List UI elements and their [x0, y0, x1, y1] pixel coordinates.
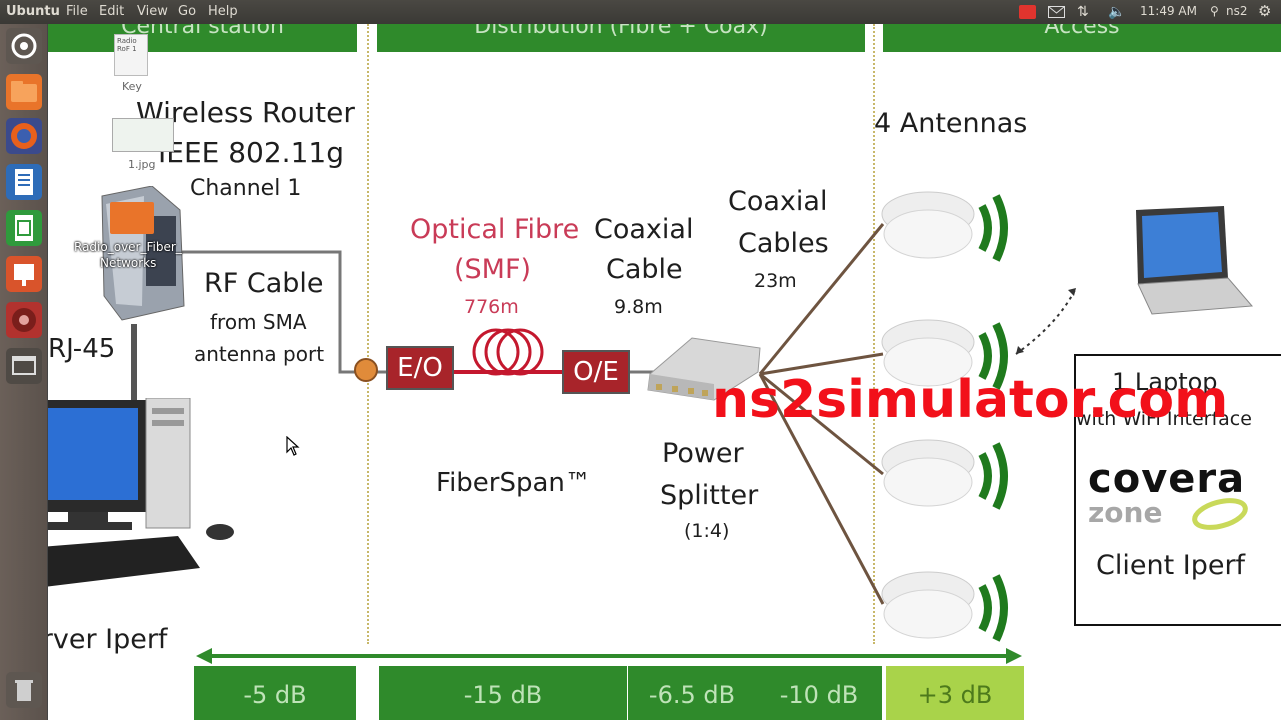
zone-logo: zone — [1088, 496, 1163, 529]
mouse-cursor-icon — [286, 435, 300, 460]
impress-presentation-icon[interactable] — [6, 256, 42, 292]
smf-label: (SMF) — [454, 254, 532, 285]
media-player-icon[interactable] — [6, 302, 42, 338]
os-title: Ubuntu — [6, 4, 60, 19]
db-box: +3 dB — [886, 666, 1024, 720]
client-box — [1074, 354, 1281, 626]
band-central-station: Central station — [48, 24, 357, 52]
menu-edit[interactable]: Edit — [99, 4, 125, 19]
clock[interactable]: 11:49 AM — [1140, 4, 1197, 18]
desktop-file-key-label[interactable]: Key — [122, 80, 142, 93]
laptop-count-label: 1 Laptop — [1112, 368, 1218, 396]
fibre-length: 776m — [464, 296, 519, 318]
laptop-image — [1128, 206, 1254, 316]
band-label-access: Access — [1044, 24, 1120, 39]
db-box: -15 dB — [379, 666, 627, 720]
band-label-distribution: Distribution (Fibre + Coax) — [474, 24, 768, 39]
fiberspan-label: FiberSpan™ — [436, 468, 591, 498]
power-splitter-label: Power — [662, 438, 744, 469]
desktop-file-image-label[interactable]: 1.jpg — [128, 158, 156, 171]
menu-view[interactable]: View — [137, 4, 168, 19]
desktop-file-key[interactable]: Radio RoF 1 — [114, 34, 148, 76]
power-splitter-label2: Splitter — [660, 480, 759, 511]
rf-cable-sub1: from SMA — [210, 310, 307, 334]
files-folder-icon[interactable] — [6, 74, 42, 110]
server-label: Server Iperf — [48, 624, 168, 655]
rj45-label: RJ-45 — [48, 334, 116, 364]
rf-cable-sub2: antenna port — [194, 342, 325, 366]
antenna-icon — [878, 312, 1018, 402]
coaxial-cables-label: Coaxial — [728, 186, 828, 217]
separator-line — [873, 24, 875, 644]
antennas-label: 4 Antennas — [874, 108, 1028, 139]
network-icon[interactable]: ⇅ — [1077, 4, 1089, 20]
slide-diagram: Central station Distribution (Fibre + Co… — [48, 24, 1281, 720]
coaxial-cables-label2: Cables — [738, 228, 829, 259]
db-box: -10 dB — [756, 666, 882, 720]
connection-lines — [131, 223, 1077, 664]
desktop-folder-icon[interactable] — [110, 202, 154, 234]
band-access: Access — [883, 24, 1281, 52]
launcher-sidebar — [0, 24, 48, 720]
coaxial-cables-length: 23m — [754, 270, 797, 292]
user-icon[interactable]: ⚲ — [1210, 4, 1219, 18]
power-splitter-device — [646, 334, 762, 404]
menu-file[interactable]: File — [66, 4, 88, 19]
file-thumb-text: Radio — [117, 37, 137, 45]
watermark-text: ns2simulator.com — [712, 370, 1229, 430]
client-iperf-label: Client Iperf — [1096, 550, 1246, 581]
power-gear-icon[interactable]: ⚙ — [1258, 2, 1272, 20]
writer-document-icon[interactable] — [6, 164, 42, 200]
db-box: -6.5 dB — [628, 666, 756, 720]
separator-line — [367, 24, 369, 644]
coaxial-length: 9.8m — [614, 296, 663, 318]
optical-fibre-label: Optical Fibre — [410, 214, 580, 245]
eo-converter: E/O — [386, 346, 454, 390]
antenna-icon — [878, 184, 1018, 274]
desktop-file-image-thumb[interactable] — [112, 118, 174, 152]
covera-swirl-icon — [1190, 496, 1250, 532]
antenna-icon — [878, 564, 1018, 654]
rf-cable-label: RF Cable — [204, 268, 324, 299]
menu-help[interactable]: Help — [208, 4, 238, 19]
oe-converter: O/E — [562, 350, 630, 394]
desktop-folder-label-line2[interactable]: Networks — [100, 256, 157, 270]
splitter-ratio: (1:4) — [684, 520, 730, 542]
band-label-central: Central station — [121, 24, 284, 39]
db-box: -5 dB — [194, 666, 356, 720]
firefox-browser-icon[interactable] — [6, 118, 42, 154]
covera-logo: covera — [1088, 456, 1246, 502]
alert-indicator-icon[interactable] — [1019, 5, 1036, 19]
router-channel: Channel 1 — [190, 176, 302, 201]
coaxial-cable-label: Coaxial — [594, 214, 694, 245]
mail-icon[interactable] — [1048, 6, 1065, 18]
calc-spreadsheet-icon[interactable] — [6, 210, 42, 246]
dash-home-icon[interactable] — [6, 28, 42, 64]
top-menu-bar: Ubuntu File Edit View Go Help ⇅ 🔈 11:49 … — [0, 0, 1281, 24]
workspace-switcher-icon[interactable] — [6, 348, 42, 384]
desktop-computer-image — [48, 397, 250, 608]
antenna-icon — [878, 432, 1018, 522]
user-name[interactable]: ns2 — [1226, 4, 1248, 18]
file-thumb-text: RoF 1 — [117, 45, 137, 53]
menu-go[interactable]: Go — [178, 4, 197, 19]
trash-icon[interactable] — [6, 672, 42, 708]
desktop-folder-label-line1[interactable]: Radio_over_Fiber_ — [74, 240, 182, 254]
coaxial-cable-label2: Cable — [606, 254, 683, 285]
router-standard: IEEE 802.11g — [158, 136, 344, 169]
volume-icon[interactable]: 🔈 — [1108, 4, 1126, 20]
wifi-interface-label: with WiFi Interface — [1076, 408, 1252, 430]
band-distribution: Distribution (Fibre + Coax) — [377, 24, 865, 52]
